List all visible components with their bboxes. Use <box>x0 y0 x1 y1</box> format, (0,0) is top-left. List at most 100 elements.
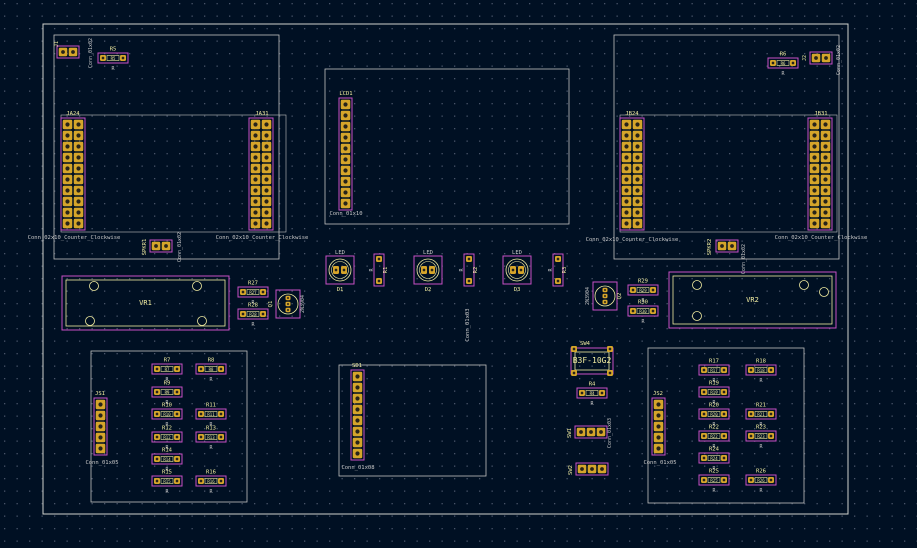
resistor-r19-ref-inner: R19 <box>710 390 718 395</box>
resistor-r4 <box>576 387 608 399</box>
drill-hole <box>76 155 81 160</box>
resistor-r30-ref: R30 <box>638 300 648 306</box>
resistor-r27-ref: R27 <box>248 281 258 287</box>
resistor-r13-body <box>204 434 218 440</box>
led-d3-body <box>505 258 529 282</box>
drill-hole <box>101 56 105 60</box>
resistor-r8-body <box>204 366 218 372</box>
drill-hole <box>342 268 346 272</box>
drill-hole <box>600 391 604 395</box>
drill-hole <box>264 166 269 171</box>
resistor-r14-body <box>160 456 174 462</box>
drill-hole <box>604 295 606 297</box>
sw1-value: Conn_01x03 <box>607 418 613 448</box>
drill-hole <box>656 435 661 440</box>
drill-hole <box>519 268 523 272</box>
resistor-r4-value: R <box>590 401 594 407</box>
j2-value: Conn_01x02 <box>836 45 842 75</box>
drill-hole <box>722 390 726 394</box>
resistor-r1 <box>373 253 385 287</box>
drill-hole <box>624 133 629 138</box>
drill-hole <box>702 368 706 372</box>
drill-hole <box>98 435 103 440</box>
resistor-r10-value: R <box>165 422 169 428</box>
courtyard-left-module <box>53 34 280 260</box>
resistor-r19-value: R <box>712 400 716 406</box>
resistor-r12-ref-inner: R12 <box>163 435 171 440</box>
resistor-r24 <box>698 452 730 464</box>
drill-hole <box>355 385 360 390</box>
drill-hole <box>702 412 706 416</box>
resistor-r4-ref: R4 <box>589 382 596 388</box>
drill-hole <box>264 144 269 149</box>
drill-hole <box>769 434 773 438</box>
resistor-r21-body <box>754 411 768 417</box>
sd1-value: Conn_01x08 <box>341 465 374 471</box>
vr2-mount-hole <box>819 287 829 297</box>
drill-hole <box>589 430 593 434</box>
drill-hole <box>343 179 348 184</box>
drill-hole <box>599 430 603 434</box>
drill-hole <box>199 367 203 371</box>
resistor-r11-ref: R11 <box>206 403 216 409</box>
resistor-r28-ref: R28 <box>248 303 258 309</box>
drill-hole <box>656 413 661 418</box>
sw2-outline <box>575 462 609 476</box>
resistor-r3 <box>552 253 564 287</box>
vr1-ref: VR1 <box>139 299 152 307</box>
q1 <box>275 289 301 319</box>
resistor-r5-ref-inner: R5 <box>111 56 116 61</box>
drill-hole <box>155 412 159 416</box>
drill-hole <box>823 199 828 204</box>
resistor-r6-value: R <box>781 71 785 77</box>
resistor-r20-ref: R20 <box>709 403 719 409</box>
resistor-r19-body <box>707 389 721 395</box>
drill-hole <box>155 457 159 461</box>
drill-hole <box>155 390 159 394</box>
drill-hole <box>651 288 655 292</box>
resistor-r28-value: R <box>251 322 255 328</box>
drill-hole <box>749 368 753 372</box>
drill-hole <box>76 166 81 171</box>
drill-hole <box>343 157 348 162</box>
resistor-r13-value: R <box>209 445 213 451</box>
jb31-ref: JB31 <box>814 111 827 117</box>
ja24-outline <box>60 117 86 231</box>
led-d2-body <box>416 258 440 282</box>
resistor-r21 <box>745 408 777 420</box>
j1-value: Conn_01x02 <box>88 38 94 68</box>
drill-hole <box>155 367 159 371</box>
drill-hole <box>264 199 269 204</box>
q2-body <box>594 285 616 307</box>
resistor-r17 <box>698 364 730 376</box>
drill-hole <box>65 133 70 138</box>
sw2-ref: SW2 <box>568 465 574 475</box>
drill-hole <box>604 289 606 291</box>
led-d1 <box>325 255 355 285</box>
resistor-r28-body <box>246 311 260 317</box>
board-edge-cuts <box>42 23 849 515</box>
vr1-mount-hole <box>89 281 99 291</box>
resistor-r5-ref: R5 <box>110 47 117 53</box>
drill-hole <box>812 221 817 226</box>
drill-hole <box>608 371 612 375</box>
vr2-silk <box>672 275 833 325</box>
drill-hole <box>823 155 828 160</box>
q2 <box>592 281 618 311</box>
vr1-mount-hole <box>192 281 202 291</box>
resistor-r10-ref-inner: R10 <box>163 412 171 417</box>
vr2-mount-hole <box>692 311 702 321</box>
drill-hole <box>656 402 661 407</box>
led-d3-ref: D3 <box>514 287 521 293</box>
resistor-r26-ref-inner: R26 <box>757 478 765 483</box>
vr2-mount-hole <box>799 280 809 290</box>
drill-hole <box>164 244 168 248</box>
resistor-r2 <box>463 253 475 287</box>
drill-hole <box>624 221 629 226</box>
resistor-r22-ref-inner: R22 <box>710 434 718 439</box>
drill-hole <box>219 435 223 439</box>
drill-hole <box>812 199 817 204</box>
drill-hole <box>253 199 258 204</box>
q1-value: 2N3904 <box>300 295 306 313</box>
